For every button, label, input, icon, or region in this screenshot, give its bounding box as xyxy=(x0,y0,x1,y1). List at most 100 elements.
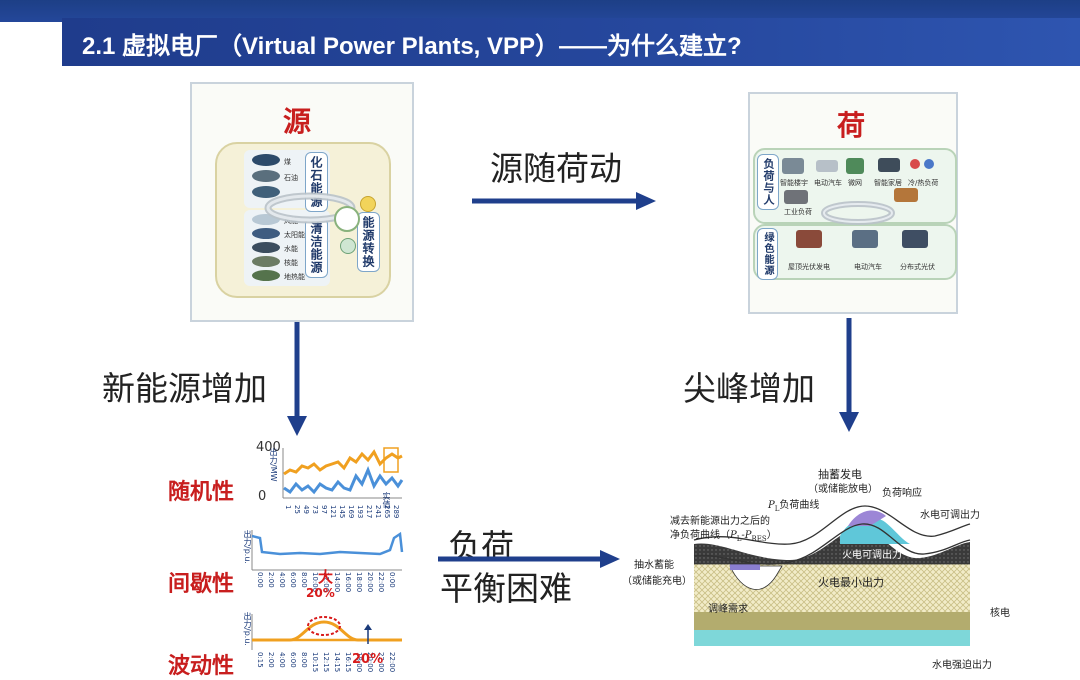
page-title: 2.1 虚拟电厂（Virtual Power Plants, VPP）——为什么… xyxy=(82,33,742,60)
clean-energy-label: 清洁能源 xyxy=(305,218,328,278)
right-arrow-top xyxy=(472,192,656,210)
randomness-chart xyxy=(282,447,404,499)
coal-image xyxy=(252,154,280,166)
load-people-label: 负荷与人 xyxy=(757,154,779,210)
industrial-image xyxy=(784,190,808,204)
cold-hot-load-label: 冷/热负荷 xyxy=(908,179,939,187)
intermittency-series xyxy=(251,531,404,556)
smart-building-label: 智能楼宇 xyxy=(780,179,808,187)
down-arrow-left xyxy=(287,322,307,436)
peak-demand-label: 调峰需求 xyxy=(708,604,748,615)
industrial-label: 工业负荷 xyxy=(784,208,812,216)
solar-label: 太阳能 xyxy=(284,231,305,239)
ev2-label: 电动汽车 xyxy=(854,263,882,271)
nuclear-label-curve: 核电 xyxy=(990,608,1010,619)
volatility-chart xyxy=(251,614,402,650)
storage-discharge-label: （或储能放电） xyxy=(808,484,878,495)
volatility-series xyxy=(252,620,402,642)
rooftop-pv-label: 屋顶光伏发电 xyxy=(788,263,830,271)
chart1-xticks: 1 25 49 73 97 121 145 169 193 217 241 26… xyxy=(284,505,400,519)
intermittency-label: 间歇性 xyxy=(168,572,235,597)
smart-home-image xyxy=(878,158,900,172)
hydro-forced-label: 水电强迫出力 xyxy=(932,660,992,671)
hydro-forced-band xyxy=(694,630,970,646)
net-load-line1: 减去新能源出力之后的 xyxy=(670,516,770,527)
randomness-series-blue xyxy=(283,465,404,495)
source-follows-load-label: 源随荷动 xyxy=(490,149,622,188)
smart-home-label: 智能家居 xyxy=(874,179,902,187)
thermal-adjustable-label: 火电可调出力 xyxy=(842,550,902,561)
chart3-y-unit: 出力/p.u. xyxy=(243,612,252,646)
chart1-ytick-bottom: 0 xyxy=(258,489,267,504)
load-ring-icon xyxy=(821,201,895,225)
chart2-xticks: 0:00 2:00 4:00 6:00 8:00 10:00 12:00 14:… xyxy=(256,572,396,593)
load-response-label: 负荷响应 xyxy=(882,488,922,499)
randomness-highlight xyxy=(383,447,399,473)
source-panel-title: 源 xyxy=(283,105,312,138)
cold-load-icon xyxy=(924,159,934,169)
storage-charge-label: （或储能充电） xyxy=(622,576,692,587)
hydro-adjustable-label: 水电可调出力 xyxy=(920,510,980,521)
chart1-y-unit: 出力/MW xyxy=(269,448,278,482)
chart2-y-unit: 出力/p.u. xyxy=(243,530,252,564)
cold-hot-load-icon xyxy=(910,159,920,169)
intermittency-chart xyxy=(251,530,404,571)
load-panel-title: 荷 xyxy=(837,109,866,142)
smart-device-image xyxy=(894,188,918,202)
nuclear-band xyxy=(694,612,970,630)
solar-image xyxy=(252,228,280,239)
peak-demand-dip xyxy=(729,565,783,590)
geothermal-image xyxy=(252,270,280,281)
pumped-storage-label: 抽水蓄能 xyxy=(634,560,674,571)
peak-increase-label: 尖峰增加 xyxy=(683,369,815,408)
smart-building-image xyxy=(782,158,804,174)
percent-label-b: 20% xyxy=(352,652,384,667)
energy-conversion-label: 能源转换 xyxy=(357,212,380,272)
chart3-xticks: 0:15 2:00 4:00 6:00 8:00 10:15 12:15 14:… xyxy=(256,652,396,673)
net-load-curve xyxy=(693,523,971,565)
randomness-label: 随机性 xyxy=(168,480,235,505)
down-arrow-right xyxy=(839,318,859,432)
new-energy-increase-label: 新能源增加 xyxy=(102,369,267,408)
header-top-strip xyxy=(0,0,1080,22)
ev-charging-image xyxy=(852,230,878,248)
geothermal-label: 地热能 xyxy=(284,273,305,281)
volatility-highlight xyxy=(307,616,341,636)
thermal-min-label: 火电最小出力 xyxy=(818,576,884,589)
wind-image xyxy=(252,214,280,225)
microgrid-image xyxy=(846,158,864,174)
gas-image xyxy=(252,186,280,198)
big-day-label: 大 xyxy=(318,568,334,586)
load-balance-diagram xyxy=(693,505,971,646)
pumped-gen-band xyxy=(848,510,886,526)
nuclear-label: 核能 xyxy=(284,259,298,267)
coal-label: 煤 xyxy=(284,158,291,166)
rooftop-pv-image xyxy=(796,230,822,248)
nuclear-image xyxy=(252,256,280,267)
header-bar xyxy=(62,18,1080,66)
oil-image xyxy=(252,170,280,182)
hydro-label: 水能 xyxy=(284,245,298,253)
leaf-icon xyxy=(334,206,360,232)
chart1-ytick-top: 400 xyxy=(256,440,281,455)
thermal-adjustable-band xyxy=(694,528,970,564)
net-load-line2: 净负荷曲线（PL-PRES） xyxy=(670,530,777,543)
green-energy-label: 绿色能源 xyxy=(757,228,778,280)
pump-storage-strip xyxy=(730,564,760,570)
right-arrow-bottom xyxy=(438,550,620,568)
ev-image xyxy=(816,160,838,172)
real-value-label: 实值 xyxy=(382,492,391,508)
oil-label: 石油 xyxy=(284,174,298,182)
ev-label: 电动汽车 xyxy=(814,179,842,187)
pl-curve-label: PL负荷曲线 xyxy=(768,500,820,513)
volatility-label: 波动性 xyxy=(168,654,235,679)
balance-label-line2: 平衡困难 xyxy=(440,569,572,608)
recycle-icon xyxy=(340,238,356,254)
microgrid-label: 微网 xyxy=(848,179,862,187)
pumped-gen-label: 抽蓄发电 xyxy=(818,468,862,481)
distributed-pv-image xyxy=(902,230,928,248)
load-curve xyxy=(693,505,971,545)
percent-label-a: 20% xyxy=(306,586,335,600)
sun-icon xyxy=(360,196,376,212)
distributed-pv-label: 分布式光伏 xyxy=(900,263,935,271)
